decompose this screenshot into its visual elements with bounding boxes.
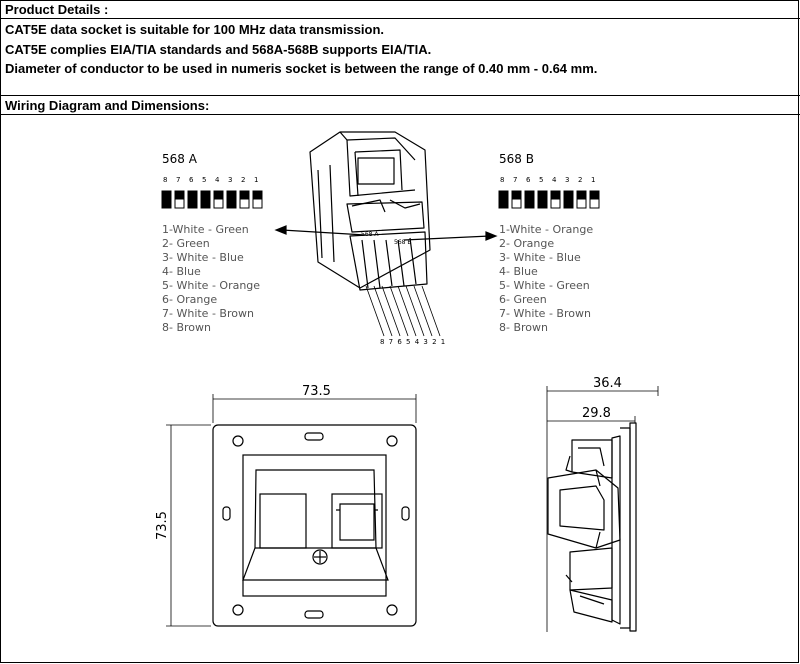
568a-pair-2: 2- Green: [162, 237, 210, 250]
568a-pair-6: 6- Orange: [162, 293, 217, 306]
front-height-dimension: 73.5: [155, 511, 170, 540]
568b-pin-4: 4: [552, 176, 557, 184]
568a-color-blocks: [161, 190, 263, 209]
568a-pin-6: 6: [189, 176, 194, 184]
568a-pin-4: 4: [215, 176, 220, 184]
568b-pin-2: 2: [578, 176, 582, 184]
product-details-header: Product Details :: [0, 0, 800, 19]
jack-pin-numbers: 8 7 6 5 4 3 2 1: [380, 338, 446, 346]
568a-pin-5: 5: [202, 176, 206, 184]
568b-pair-2: 2- Orange: [499, 237, 554, 250]
568b-pair-3: 3- White - Blue: [499, 251, 581, 264]
568b-title: 568 B: [499, 152, 534, 166]
detail-line-2: CAT5E complies EIA/TIA standards and 568…: [5, 41, 432, 57]
568b-pair-8: 8- Brown: [499, 321, 548, 334]
568b-pair-7: 7- White - Brown: [499, 307, 591, 320]
front-width-dimension: 73.5: [302, 384, 331, 399]
side-view-drawing: [547, 422, 637, 632]
front-dimension-lines: [166, 394, 417, 627]
568a-pair-4: 4- Blue: [162, 265, 201, 278]
568b-pair-1: 1-White - Orange: [499, 223, 593, 236]
568b-pin-8: 8: [500, 176, 504, 184]
568b-pin-5: 5: [539, 176, 543, 184]
568a-pair-8: 8- Brown: [162, 321, 211, 334]
jack-label-568a: 568 A: [361, 231, 379, 238]
568b-pair-6: 6- Green: [499, 293, 547, 306]
product-details-body: CAT5E data socket is suitable for 100 MH…: [0, 19, 800, 96]
568a-pin-2: 2: [241, 176, 245, 184]
568a-pair-1: 1-White - Green: [162, 223, 249, 236]
jack-label-568b: 568 B: [394, 239, 411, 246]
568a-pin-8: 8: [163, 176, 167, 184]
detail-line-3: Diameter of conductor to be used in nume…: [5, 61, 598, 76]
568b-color-blocks: [498, 190, 600, 209]
568a-pair-3: 3- White - Blue: [162, 251, 244, 264]
568b-pin-7: 7: [513, 176, 517, 184]
side-dimension-lines: [546, 386, 659, 632]
568b-pin-3: 3: [565, 176, 569, 184]
568a-pin-3: 3: [228, 176, 232, 184]
568b-pin-6: 6: [526, 176, 531, 184]
front-view-drawing: [212, 424, 417, 627]
jack-wires: [365, 285, 441, 337]
568a-pin-1: 1: [254, 176, 258, 184]
568a-pair-5: 5- White - Orange: [162, 279, 260, 292]
568b-pin-1: 1: [591, 176, 595, 184]
wiring-arrows: [274, 225, 498, 241]
568a-pin-7: 7: [176, 176, 180, 184]
keystone-jack-drawing: [309, 131, 431, 291]
568b-pair-5: 5- White - Green: [499, 279, 590, 292]
side-total-dimension: 36.4: [593, 376, 622, 391]
568a-title: 568 A: [162, 152, 198, 166]
568b-pair-4: 4- Blue: [499, 265, 538, 278]
568a-pair-7: 7- White - Brown: [162, 307, 254, 320]
wiring-and-dimensions-drawing: 568 A 8 7 6 5 4 3 2 1 1-White - Green 2-…: [155, 131, 659, 632]
wiring-header: Wiring Diagram and Dimensions:: [0, 96, 800, 115]
detail-line-1: CAT5E data socket is suitable for 100 MH…: [5, 22, 385, 37]
side-inner-dimension: 29.8: [582, 406, 611, 421]
